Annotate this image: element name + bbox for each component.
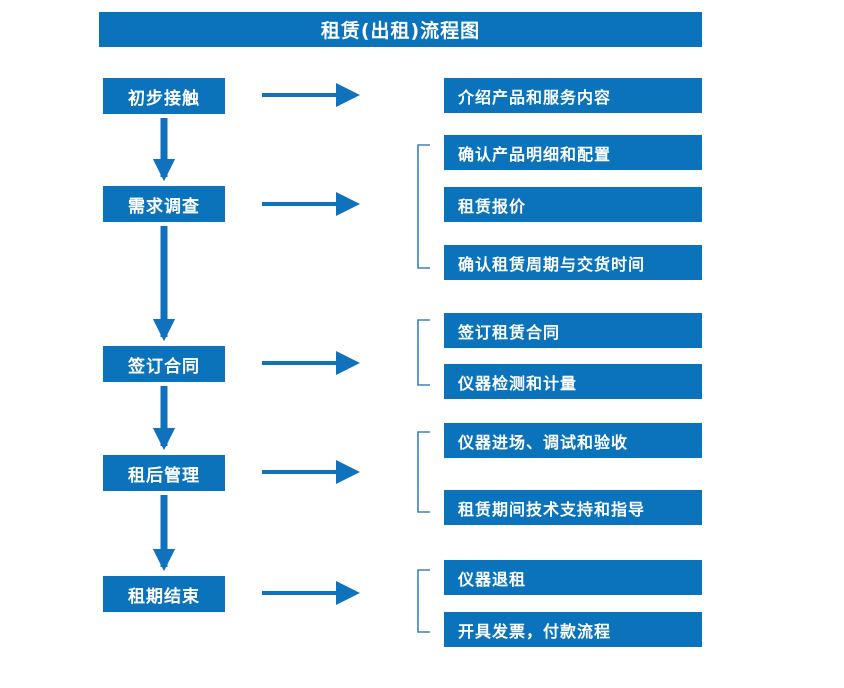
stage-box-4[interactable]: 租后管理 bbox=[103, 455, 225, 491]
detail-box-6[interactable]: 仪器检测和计量 bbox=[444, 364, 702, 399]
detail-box-9[interactable]: 仪器退租 bbox=[444, 560, 702, 595]
detail-box-1[interactable]: 介绍产品和服务内容 bbox=[444, 78, 702, 113]
group-bracket-2 bbox=[417, 319, 430, 386]
group-bracket-3 bbox=[417, 431, 430, 513]
detail-box-3[interactable]: 租赁报价 bbox=[444, 187, 702, 222]
detail-box-2[interactable]: 确认产品明细和配置 bbox=[444, 135, 702, 170]
group-bracket-1 bbox=[417, 144, 430, 269]
stage-box-2[interactable]: 需求调查 bbox=[103, 186, 225, 222]
flowchart-title: 租赁(出租)流程图 bbox=[99, 12, 702, 47]
group-bracket-4 bbox=[417, 569, 430, 633]
stage-box-3[interactable]: 签订合同 bbox=[103, 346, 225, 382]
stage-box-5[interactable]: 租期结束 bbox=[103, 576, 225, 612]
stage-box-1[interactable]: 初步接触 bbox=[103, 78, 225, 114]
detail-box-5[interactable]: 签订租赁合同 bbox=[444, 313, 702, 348]
detail-box-10[interactable]: 开具发票，付款流程 bbox=[444, 612, 702, 647]
detail-box-8[interactable]: 租赁期间技术支持和指导 bbox=[444, 490, 702, 525]
detail-box-4[interactable]: 确认租赁周期与交货时间 bbox=[444, 245, 702, 280]
detail-box-7[interactable]: 仪器进场、调试和验收 bbox=[444, 423, 702, 458]
